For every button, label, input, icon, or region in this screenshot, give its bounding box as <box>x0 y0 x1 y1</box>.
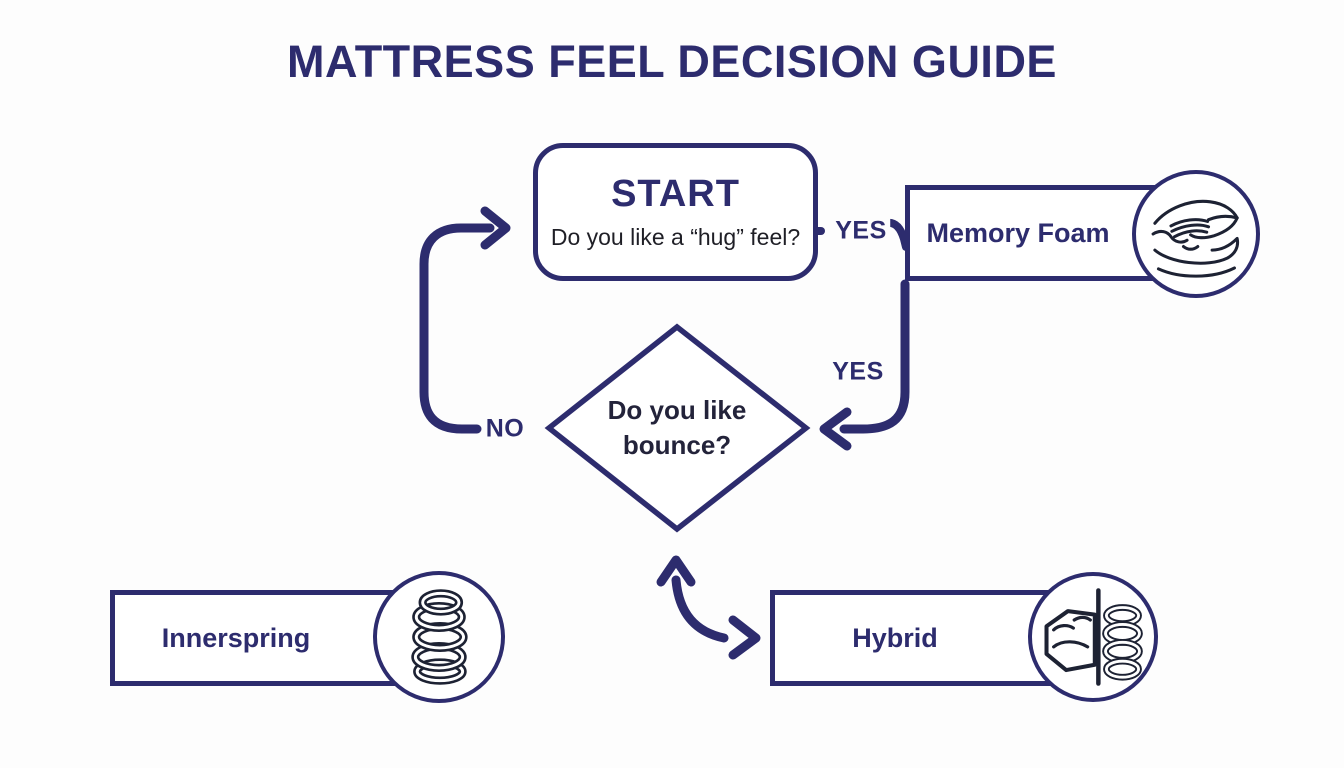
branch-label-yes-decision: YES <box>829 357 887 387</box>
start-question: Do you like a “hug” feel? <box>550 224 801 250</box>
branch-label-yes-start: YES <box>832 216 890 246</box>
cradling-hands-icon <box>1151 199 1240 278</box>
hybrid-label: Hybrid <box>852 622 938 653</box>
decision-hybrid-curve <box>671 575 729 643</box>
decision-question: Do you like bounce? <box>607 394 747 460</box>
start-node: START Do you like a “hug” feel? <box>533 143 818 281</box>
page-title: MATTRESS FEEL DECISION GUIDE <box>287 36 1057 87</box>
arrowhead-up-to-diamond <box>656 555 696 587</box>
coil-spring-icon <box>411 589 468 685</box>
memory-foam-label: Memory Foam <box>926 217 1110 248</box>
no-connector-line <box>419 223 495 434</box>
arrowhead-into-start <box>480 206 511 250</box>
hybrid-mattress-icon <box>1044 588 1143 686</box>
innerspring-label: Innerspring <box>161 622 311 653</box>
hybrid-icon-circle <box>1028 572 1158 702</box>
start-label: START <box>611 173 740 215</box>
arrowhead-into-diamond <box>819 407 852 451</box>
yes-connector-line <box>839 279 910 434</box>
branch-label-no-decision: NO <box>482 414 528 444</box>
decision-diamond <box>544 323 811 533</box>
innerspring-icon-circle <box>373 571 505 703</box>
memory-foam-icon-circle <box>1132 170 1260 298</box>
arrowhead-into-hybrid <box>728 615 761 660</box>
